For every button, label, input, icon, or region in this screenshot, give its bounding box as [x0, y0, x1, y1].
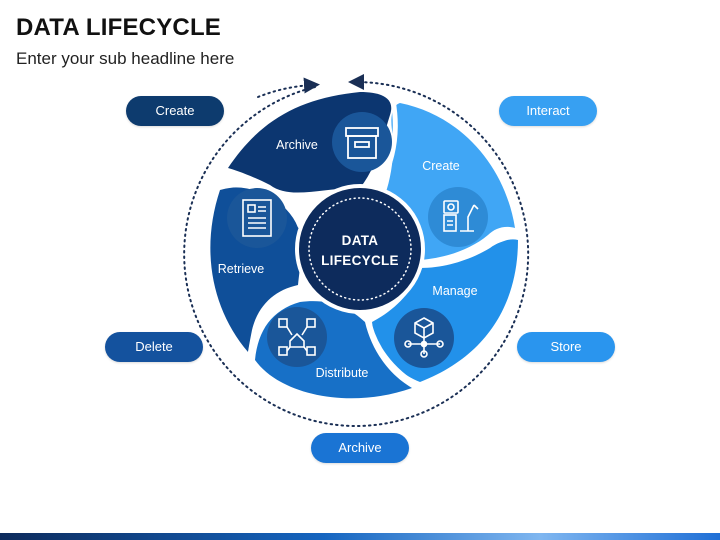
outer-dotted-arrow — [257, 77, 320, 98]
machine-robot-icon — [428, 187, 488, 247]
center-dotted-ring — [308, 197, 412, 301]
pill-archive[interactable]: Archive — [311, 433, 409, 463]
distribution-network-icon — [267, 307, 327, 367]
cube-network-icon — [394, 308, 454, 368]
pill-store[interactable]: Store — [517, 332, 615, 362]
center-title-line2: LIFECYCLE — [321, 253, 399, 268]
pill-delete[interactable]: Delete — [105, 332, 203, 362]
archive-box-icon — [332, 112, 392, 172]
bottom-accent-bar — [0, 533, 720, 540]
center-circle — [295, 184, 425, 314]
segment-label-manage: Manage — [432, 284, 477, 298]
document-form-icon — [227, 188, 287, 248]
page-title: DATA LIFECYCLE — [16, 14, 222, 41]
center-title-line1: DATA — [342, 233, 379, 248]
segment-label-retrieve: Retrieve — [218, 262, 265, 276]
segment-label-distribute: Distribute — [316, 366, 369, 380]
outer-dotted-ring — [183, 74, 530, 427]
segment-label-create: Create — [422, 159, 460, 173]
segment-label-archive: Archive — [276, 138, 318, 152]
pill-create[interactable]: Create — [126, 96, 224, 126]
pill-interact[interactable]: Interact — [499, 96, 597, 126]
page-subtitle: Enter your sub headline here — [16, 49, 235, 68]
